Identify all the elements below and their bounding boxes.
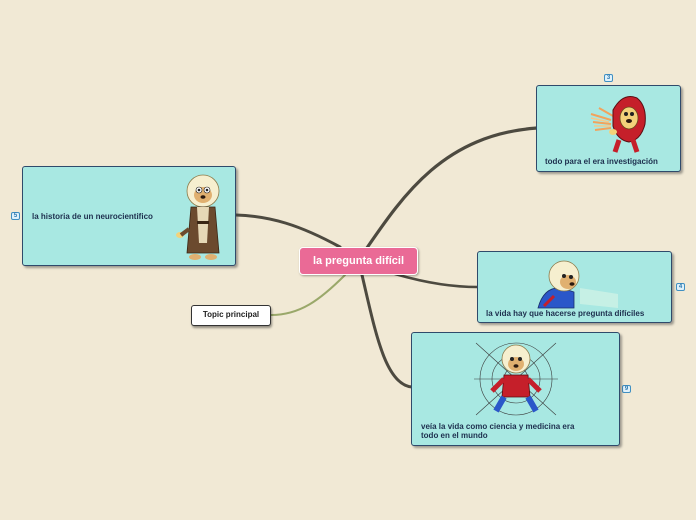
red-hooded-character-illustration <box>590 96 646 153</box>
node-badge-investigacion[interactable]: 3 <box>604 74 613 82</box>
robed-dog-character-illustration <box>176 174 220 260</box>
branch-line-vida <box>393 272 480 289</box>
central-topic[interactable]: la pregunta difícil <box>299 247 418 275</box>
node-label-neurocientifico: la historia de un neurocientifico <box>32 212 153 221</box>
node-badge-neurocientifico[interactable]: 5 <box>11 212 20 220</box>
floating-topic[interactable]: Topic principal <box>191 305 271 326</box>
node-badge-vida[interactable]: 4 <box>676 283 685 291</box>
flying-dog-character-illustration <box>537 260 618 309</box>
branch-line-neurocientifico <box>234 213 342 249</box>
branch-line-topic <box>270 274 346 316</box>
node-ciencia[interactable]: veía la vida como ciencia y medicina era… <box>411 332 620 446</box>
node-neurocientifico[interactable]: la historia de un neurocientifico <box>22 166 236 266</box>
node-label-ciencia-line-1: veía la vida como ciencia y medicina era <box>421 422 575 431</box>
node-label-ciencia-line-2: todo en el mundo <box>421 431 488 440</box>
node-label-investigacion: todo para el era investigación <box>545 157 658 166</box>
branch-line-investigacion <box>358 126 539 260</box>
node-label-vida: la vida hay que hacerse pregunta difícil… <box>486 309 645 318</box>
node-vida[interactable]: la vida hay que hacerse pregunta difícil… <box>477 251 672 323</box>
node-investigacion[interactable]: todo para el era investigación <box>536 85 681 172</box>
spider-dog-character-illustration <box>474 342 558 416</box>
node-badge-ciencia[interactable]: 9 <box>622 385 631 393</box>
branch-line-ciencia <box>360 273 414 389</box>
